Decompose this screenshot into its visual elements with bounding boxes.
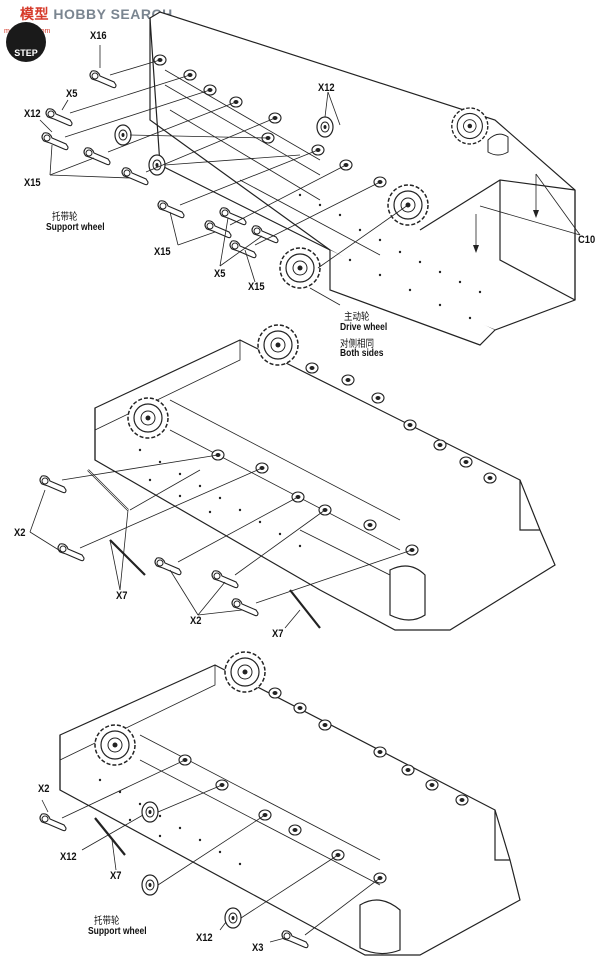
label-x2: X2 bbox=[190, 615, 202, 627]
diagram-1-rear-sprocket bbox=[451, 107, 489, 145]
label-x5: X5 bbox=[214, 268, 226, 280]
diagram-2-rivets bbox=[138, 448, 302, 548]
label-x7: X7 bbox=[272, 628, 284, 640]
diagram-1-drive-wheel bbox=[279, 247, 321, 289]
diagram-1-rear-hatch bbox=[487, 133, 509, 156]
label-x12: X12 bbox=[24, 108, 41, 120]
label-support-wheel-cn: 托带轮 bbox=[52, 212, 78, 223]
label-drive-wheel: Drive wheel bbox=[340, 322, 388, 333]
step-label: STEP bbox=[14, 48, 38, 58]
diagram-3-rear-sprocket bbox=[224, 651, 266, 693]
diagram-1-hull bbox=[149, 11, 576, 346]
label-both-sides-cn: 对侧相同 bbox=[340, 339, 374, 350]
label-both-sides: Both sides bbox=[340, 348, 384, 359]
label-support-wheel: Support wheel bbox=[46, 222, 105, 233]
diagram-2-rear-sprocket bbox=[257, 324, 299, 366]
watermark-logo: 模型 HOBBY SEARCH bbox=[20, 4, 173, 24]
diagram-1-leader-lines bbox=[39, 45, 581, 306]
label-x12: X12 bbox=[318, 82, 335, 94]
diagram-3-leader-lines bbox=[41, 759, 381, 943]
step-badge: STEP bbox=[6, 22, 46, 62]
label-x7: X7 bbox=[116, 590, 128, 602]
watermark-logo-text: HOBBY SEARCH bbox=[53, 6, 173, 22]
label-c10: C10 bbox=[578, 234, 596, 246]
diagram-2-drive-wheel bbox=[127, 397, 169, 439]
label-x15: X15 bbox=[154, 246, 171, 258]
diagram-3-hull bbox=[59, 664, 521, 956]
label-x2: X2 bbox=[14, 527, 26, 539]
label-x12: X12 bbox=[196, 932, 213, 944]
diagram-2-leader-lines bbox=[29, 454, 413, 629]
diagram-2-exploded-parts bbox=[39, 468, 321, 629]
label-x16: X16 bbox=[90, 30, 107, 42]
label-x7: X7 bbox=[110, 870, 122, 882]
label-x12: X12 bbox=[60, 851, 77, 863]
diagram-3-exploded-parts bbox=[39, 801, 309, 949]
label-drive-wheel-cn: 主动轮 bbox=[344, 312, 370, 323]
label-x3: X3 bbox=[252, 942, 264, 954]
diagram-3-rivets bbox=[98, 778, 242, 866]
label-x2: X2 bbox=[38, 783, 50, 795]
label-support-wheel-cn: 托带轮 bbox=[94, 916, 120, 927]
label-x5: X5 bbox=[66, 88, 78, 100]
label-x15: X15 bbox=[248, 281, 265, 293]
diagram-2-hull bbox=[94, 339, 556, 631]
watermark-logo-cn: 模型 bbox=[20, 7, 49, 23]
label-support-wheel: Support wheel bbox=[88, 926, 147, 937]
label-x15: X15 bbox=[24, 177, 41, 189]
diagram-3-drive-wheel bbox=[94, 724, 136, 766]
